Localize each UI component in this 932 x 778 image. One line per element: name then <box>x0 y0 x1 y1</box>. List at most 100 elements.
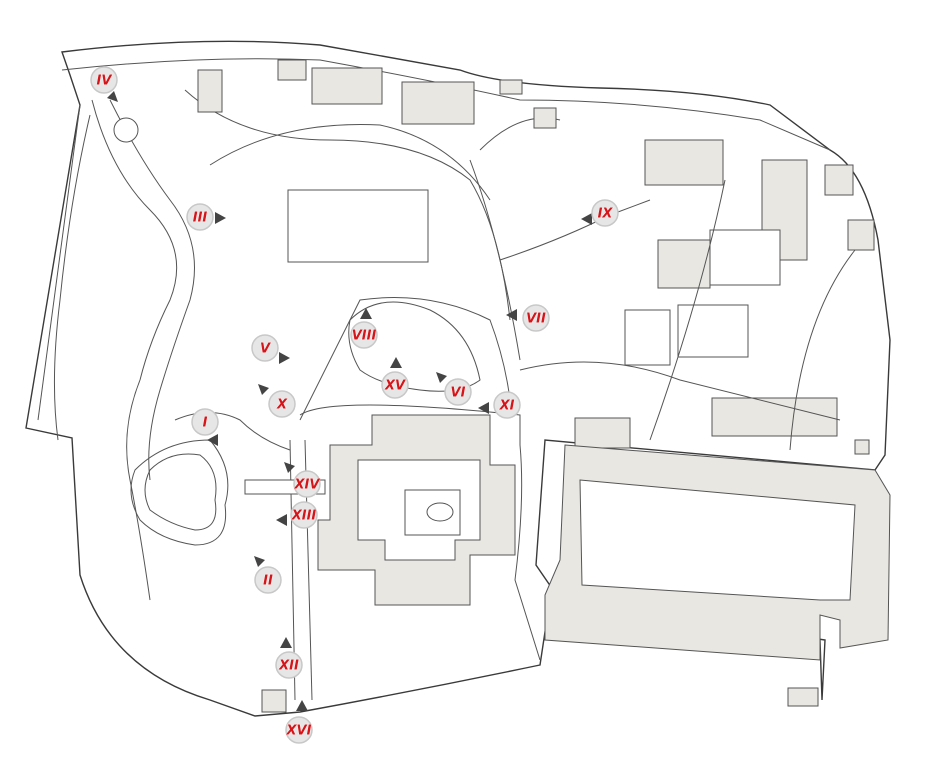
direction-arrow-icon <box>258 384 269 395</box>
viewpoint-marker-vii[interactable]: VII <box>506 304 550 332</box>
viewpoint-marker-xiii[interactable]: XIII <box>276 501 318 529</box>
building-e8 <box>677 304 749 358</box>
round-structure <box>113 117 139 143</box>
viewpoint-marker-iv[interactable]: IV <box>90 66 118 102</box>
marker-badge <box>186 203 214 231</box>
marker-label: I <box>203 416 208 431</box>
marker-badge <box>254 566 282 594</box>
direction-arrow-icon <box>296 700 308 711</box>
west-path-3 <box>53 114 91 441</box>
building-e6 <box>709 229 781 286</box>
marker-label: XVI <box>286 724 312 739</box>
building-e5 <box>657 239 711 289</box>
viewpoint-marker-xvi[interactable]: XVI <box>285 700 313 744</box>
marker-label: XI <box>499 399 515 414</box>
marker-badge <box>191 408 219 436</box>
direction-arrow-icon <box>254 556 265 567</box>
direction-arrow-icon <box>478 402 489 414</box>
marker-badge <box>268 390 296 418</box>
north-road <box>61 58 831 151</box>
marker-label: VII <box>526 312 546 327</box>
building-e7 <box>624 309 671 366</box>
west-path-1 <box>91 99 178 601</box>
south-annex <box>787 687 819 707</box>
direction-arrow-icon <box>436 372 447 383</box>
north-lawn-curve-2 <box>209 124 491 201</box>
direction-arrow-icon <box>360 308 372 319</box>
marker-badge <box>90 66 118 94</box>
marker-badge <box>293 470 321 498</box>
building-n4 <box>401 81 475 125</box>
viewpoint-marker-x[interactable]: X <box>258 384 296 418</box>
west-edge-inner <box>37 104 81 421</box>
marker-label: IX <box>598 207 614 222</box>
diag-path <box>469 159 521 361</box>
building-n2 <box>277 59 307 81</box>
pond-outer <box>130 439 229 546</box>
marker-label: VIII <box>352 329 377 344</box>
marker-label: IV <box>97 74 113 89</box>
building-e4 <box>847 219 875 251</box>
marker-badge <box>444 378 472 406</box>
building-e10 <box>574 417 631 449</box>
building-e3 <box>824 164 854 196</box>
marker-badge <box>251 334 279 362</box>
direction-arrow-icon <box>390 357 402 368</box>
direction-arrow-icon <box>279 352 290 364</box>
direction-arrow-icon <box>284 462 295 473</box>
direction-arrow-icon <box>107 91 118 102</box>
viewpoint-marker-ix[interactable]: IX <box>581 199 619 227</box>
viewpoint-marker-xiv[interactable]: XIV <box>284 462 321 498</box>
building-n3 <box>311 67 383 105</box>
building-e1 <box>644 139 724 186</box>
marker-label: II <box>263 574 273 589</box>
marker-label: XIV <box>294 478 321 493</box>
marker-badge <box>275 651 303 679</box>
marker-badge <box>493 391 521 419</box>
building-e9 <box>711 397 838 437</box>
marker-label: XII <box>278 659 299 674</box>
marker-label: VI <box>451 386 466 401</box>
marker-badge <box>522 304 550 332</box>
building-n1 <box>197 69 223 113</box>
south-court <box>579 479 856 601</box>
main-road <box>299 404 541 661</box>
gate-building <box>261 689 287 713</box>
direction-arrow-icon <box>506 309 517 321</box>
kiosk <box>854 439 870 455</box>
marker-badge <box>350 321 378 349</box>
courtyard-fountain <box>426 502 454 522</box>
viewpoint-marker-ii[interactable]: II <box>254 556 282 594</box>
direction-arrow-icon <box>215 212 226 224</box>
central-loop-2 <box>299 297 511 421</box>
north-plaza <box>287 189 429 263</box>
viewpoint-marker-iii[interactable]: III <box>186 203 226 231</box>
marker-badge <box>381 371 409 399</box>
marker-label: V <box>260 342 271 357</box>
direction-arrow-icon <box>280 637 292 648</box>
direction-arrow-icon <box>207 434 218 446</box>
building-e2 <box>761 159 808 261</box>
viewpoint-marker-i[interactable]: I <box>191 408 219 446</box>
east-path-4 <box>789 249 856 451</box>
building-n5 <box>499 79 523 95</box>
pond <box>144 453 217 531</box>
marker-badge <box>290 501 318 529</box>
viewpoint-marker-xi[interactable]: XI <box>478 391 521 419</box>
viewpoint-marker-v[interactable]: V <box>251 334 290 364</box>
building-n6 <box>533 107 557 129</box>
marker-badge <box>591 199 619 227</box>
viewpoint-marker-xv[interactable]: XV <box>381 357 409 399</box>
west-path-2 <box>109 99 195 481</box>
viewpoint-marker-viii[interactable]: VIII <box>350 308 378 349</box>
viewpoint-marker-vi[interactable]: VI <box>436 372 472 406</box>
viewpoint-marker-xii[interactable]: XII <box>275 637 303 679</box>
east-path-2 <box>519 361 841 421</box>
direction-arrow-icon <box>276 514 287 526</box>
east-path-3 <box>649 179 726 441</box>
direction-arrow-icon <box>581 213 592 225</box>
marker-label: XV <box>384 379 406 394</box>
marker-label: XIII <box>291 509 317 524</box>
marker-label: III <box>193 211 208 226</box>
